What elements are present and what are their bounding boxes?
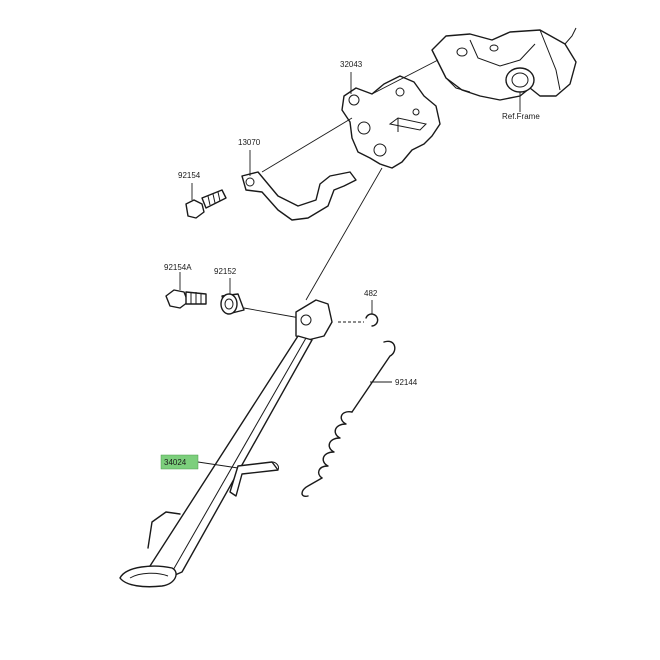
callout-92154: 92154	[178, 171, 201, 180]
bracket-32043-part	[305, 59, 441, 301]
callout-482: 482	[364, 289, 378, 298]
collar-92152-part	[220, 278, 301, 319]
frame-reference-part	[431, 27, 577, 112]
side-stand-34024-part	[119, 299, 333, 588]
bolt-92154-part	[185, 183, 227, 219]
callout-34024-highlight	[160, 454, 199, 470]
callout-32043: 32043	[340, 60, 363, 69]
plate-13070-part	[241, 117, 357, 221]
bolt-92154a-part	[165, 272, 207, 309]
callout-ref-frame: Ref.Frame	[502, 112, 540, 121]
spring-92144-part	[301, 340, 396, 498]
circlip-482-part	[338, 300, 379, 327]
callout-92152: 92152	[214, 267, 237, 276]
callout-92144: 92144	[395, 378, 418, 387]
callout-92154a: 92154A	[164, 263, 192, 272]
callout-34024: 34024	[164, 458, 187, 467]
callout-13070: 13070	[238, 138, 261, 147]
